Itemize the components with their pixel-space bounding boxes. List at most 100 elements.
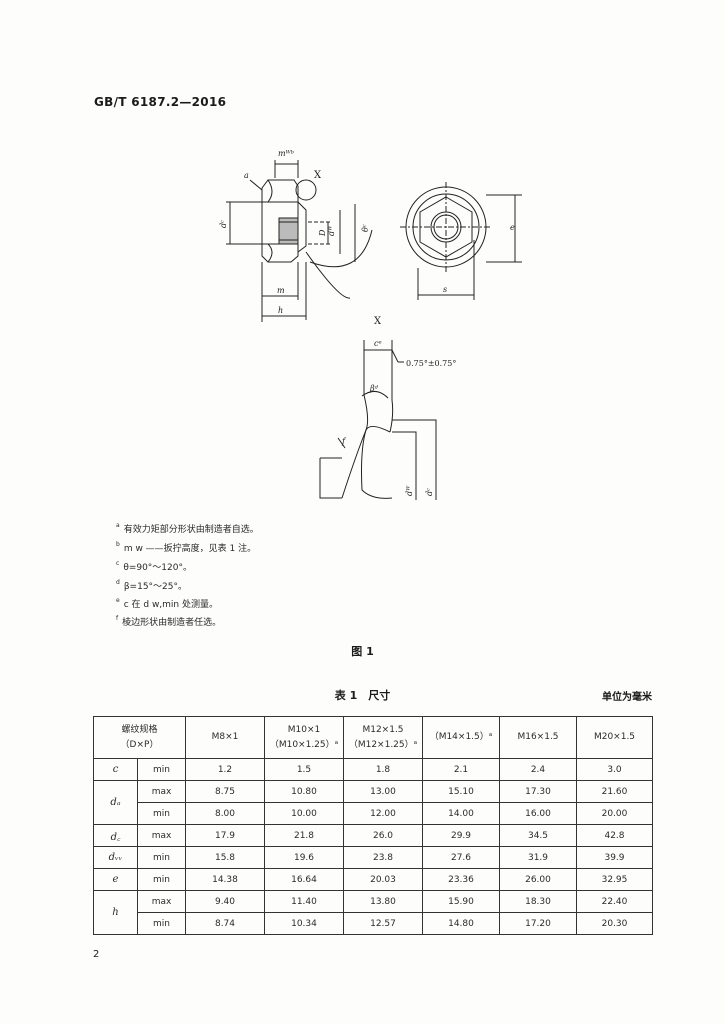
table-cell: 8.00 — [185, 802, 265, 825]
table-cell: 29.9 — [422, 824, 500, 847]
table-cell: 32.95 — [576, 868, 653, 891]
table-cell: 21.60 — [576, 780, 653, 803]
label-e: e — [510, 223, 515, 232]
table-cell: 17.9 — [185, 824, 265, 847]
row-symbol: d꜀ — [93, 824, 138, 847]
table-cell: 26.00 — [499, 868, 577, 891]
label-mw: mᵂᵇ — [278, 149, 294, 158]
table-row: c min 1.2 1.5 1.8 2.1 2.4 3.0 — [93, 758, 653, 781]
nut-side-view — [226, 160, 373, 322]
row-symbol: e — [93, 868, 138, 891]
table-cell: 2.4 — [499, 758, 577, 781]
table-header-row: 螺纹规格（D×P） M8×1 M10×1（M10×1.25）ᵃ M12×1.5（… — [93, 716, 653, 759]
table-cell: 10.34 — [264, 912, 344, 935]
table-cell: 34.5 — [499, 824, 577, 847]
table-cell: 15.90 — [422, 890, 500, 913]
table-cell: 1.5 — [264, 758, 344, 781]
table-cell: 10.00 — [264, 802, 344, 825]
row-symbol: c — [93, 758, 138, 781]
row-limit: max — [137, 890, 186, 913]
table-cell: 39.9 — [576, 846, 653, 869]
table-caption: 表 1 尺寸 — [334, 689, 391, 702]
table-cell: 27.6 — [422, 846, 500, 869]
table-cell: 1.2 — [185, 758, 265, 781]
row-limit: min — [137, 912, 186, 935]
label-m: m — [277, 286, 285, 295]
label-h: h — [278, 306, 283, 315]
figure-caption: 图 1 — [351, 645, 374, 658]
table-cell: 22.40 — [576, 890, 653, 913]
col-header: M8×1 — [185, 716, 265, 759]
page-number: 2 — [93, 949, 100, 960]
nut-top-view — [400, 182, 522, 300]
unit-note: 单位为毫米 — [602, 692, 652, 703]
standard-code: GB/T 6187.2—2016 — [94, 95, 227, 109]
table-cell: 16.00 — [499, 802, 577, 825]
table-row: dᵥᵥ min 15.8 19.6 23.8 27.6 31.9 39.9 — [93, 846, 653, 869]
table-cell: 17.20 — [499, 912, 577, 935]
table-row: min 8.74 10.34 12.57 14.80 17.20 20.30 — [94, 912, 653, 935]
table-cell: 1.8 — [343, 758, 423, 781]
label-dc-detail: dᶜ — [425, 488, 434, 496]
label-d-major: D — [318, 229, 327, 237]
table-cell: 18.30 — [499, 890, 577, 913]
table-cell: 14.00 — [422, 802, 500, 825]
table-row: dₐ max 8.75 10.80 13.00 15.10 17.30 21.6… — [93, 780, 653, 825]
table-row: h max 9.40 11.40 13.80 15.90 18.30 22.40 — [93, 890, 653, 935]
row-limit: min — [137, 758, 186, 781]
label-dw: dᵂ — [327, 225, 336, 236]
nut-drawing: a mᵂᵇ X dᶜ dᵂ D θᶜ m h s e X cᵉ 0.75°±0.… — [219, 149, 522, 500]
row-limit: max — [137, 780, 186, 803]
table-cell: 9.40 — [185, 890, 265, 913]
col-header: （M14×1.5）ᵃ — [422, 716, 500, 759]
thread-spec-header: 螺纹规格（D×P） — [93, 716, 186, 759]
table-cell: 16.64 — [264, 868, 344, 891]
table-cell: 12.57 — [343, 912, 423, 935]
table-cell: 20.00 — [576, 802, 653, 825]
label-c: cᵉ — [374, 339, 382, 348]
label-beta: βᵈ — [369, 384, 379, 393]
col-header: M10×1（M10×1.25）ᵃ — [264, 716, 344, 759]
label-a: a — [244, 171, 249, 180]
table-row: min 8.00 10.00 12.00 14.00 16.00 20.00 — [94, 802, 653, 825]
table-cell: 13.00 — [343, 780, 423, 803]
row-symbol: dᵥᵥ — [93, 846, 138, 869]
table-cell: 3.0 — [576, 758, 653, 781]
table-cell: 12.00 — [343, 802, 423, 825]
table-cell: 20.03 — [343, 868, 423, 891]
table-cell: 23.36 — [422, 868, 500, 891]
row-limit: min — [137, 868, 186, 891]
table-cell: 21.8 — [264, 824, 344, 847]
row-limit: min — [137, 802, 186, 825]
table-cell: 19.6 — [264, 846, 344, 869]
table-cell: 31.9 — [499, 846, 577, 869]
label-dc: dᶜ — [219, 220, 228, 228]
table-cell: 42.8 — [576, 824, 653, 847]
table-cell: 23.8 — [343, 846, 423, 869]
table-cell: 13.80 — [343, 890, 423, 913]
dimensions-table: 螺纹规格（D×P） M8×1 M10×1（M10×1.25）ᵃ M12×1.5（… — [93, 716, 653, 935]
table-cell: 26.0 — [343, 824, 423, 847]
detail-x-view — [319, 340, 437, 500]
table-cell: 15.10 — [422, 780, 500, 803]
col-header: M16×1.5 — [499, 716, 577, 759]
detail-title: X — [374, 316, 382, 327]
table-cell: 14.80 — [422, 912, 500, 935]
table-cell: 8.75 — [185, 780, 265, 803]
table-cell: 17.30 — [499, 780, 577, 803]
label-f: f — [341, 437, 347, 446]
row-symbol: dₐ — [93, 780, 138, 825]
table-cell: 10.80 — [264, 780, 344, 803]
row-limit: min — [137, 846, 186, 869]
label-theta: θᶜ — [361, 224, 370, 232]
table-row: e min 14.38 16.64 20.03 23.36 26.00 32.9… — [93, 868, 653, 891]
row-symbol: h — [93, 890, 138, 935]
col-header: M12×1.5（M12×1.25）ᵃ — [343, 716, 423, 759]
label-s: s — [443, 285, 447, 294]
table-cell: 8.74 — [185, 912, 265, 935]
